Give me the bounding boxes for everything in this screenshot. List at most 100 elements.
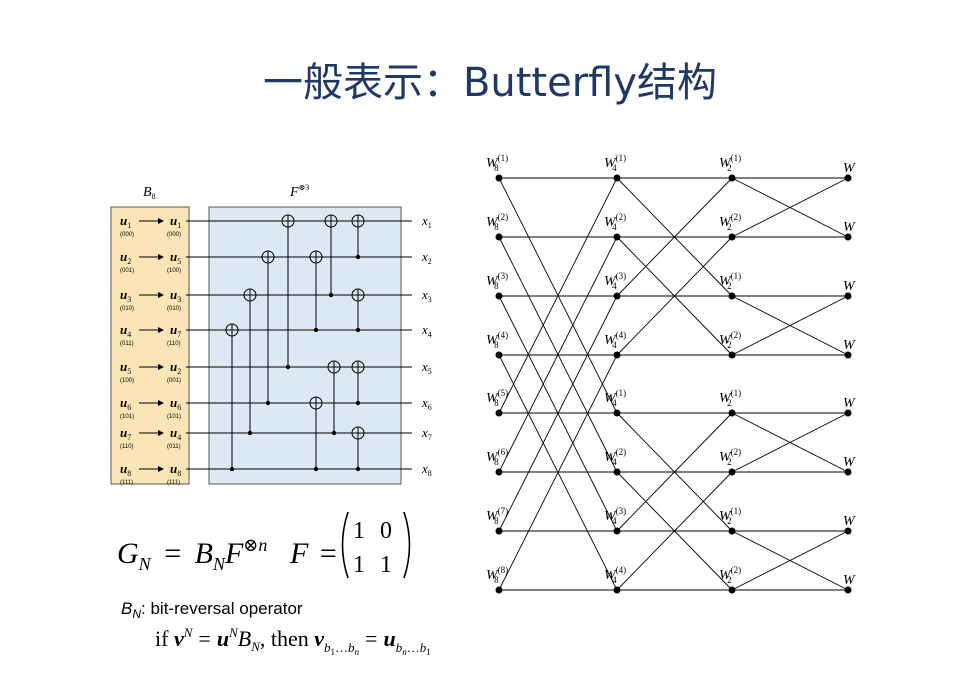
butterfly-node <box>613 351 621 359</box>
note-v2-sub-dots: … <box>335 640 348 655</box>
permuted-label: u8 <box>170 461 181 478</box>
note-v2-sub-b2: b <box>348 640 355 655</box>
matrix-cell-01: 0 <box>380 518 392 544</box>
butterfly-node <box>844 468 852 476</box>
b8-label: B8 <box>143 185 156 201</box>
edge-cross <box>498 177 618 414</box>
input-label: u3 <box>120 287 131 304</box>
twiddle-label: W(2)4 <box>604 212 626 232</box>
permuted-label: u2 <box>170 359 181 376</box>
formula-eq-2: = <box>320 537 337 570</box>
note-text: : bit-reversal operator <box>141 599 303 618</box>
arrow-head-icon <box>158 254 164 260</box>
twiddle-label: W(6)8 <box>486 447 508 467</box>
note-u2-sub-n: n <box>402 647 407 657</box>
note-b-sub: N <box>132 607 141 621</box>
edge-cross <box>498 354 618 591</box>
butterfly-node <box>844 409 852 417</box>
butterfly-edges <box>498 177 849 591</box>
twiddle-label: W(4)4 <box>604 330 626 350</box>
butterfly-node <box>495 409 503 417</box>
note-v: v <box>174 626 184 651</box>
note-then: , then <box>260 626 314 651</box>
svg-text:if vN=uNBN, then vb1…bn=ubn…b1: if vN=uNBN, then vb1…bn=ubn…b1 <box>155 625 431 657</box>
twiddle-label: W(2)2 <box>719 447 741 467</box>
input-bits: (000) <box>120 232 134 238</box>
input-label: u5 <box>120 359 131 376</box>
control-dot <box>285 364 291 370</box>
twiddle-label: W(4)8 <box>486 330 508 350</box>
input-label: u7 <box>120 425 131 442</box>
edge-cross <box>498 295 618 532</box>
control-dot <box>247 430 253 436</box>
input-label: u8 <box>120 461 131 478</box>
butterfly-node <box>844 174 852 182</box>
note-v2-sub-b: b <box>324 640 331 655</box>
arrow-head-icon <box>158 292 164 298</box>
twiddle-label: W(3)4 <box>604 271 626 291</box>
butterfly-node <box>613 409 621 417</box>
output-label: x8 <box>421 461 432 478</box>
input-bits: (011) <box>120 341 134 347</box>
input-label: u1 <box>120 213 131 230</box>
permuted-label: u1 <box>170 213 181 230</box>
input-bits: (001) <box>120 268 134 274</box>
twiddle-label: W(2)2 <box>719 565 741 585</box>
permuted-bits: (101) <box>167 414 181 420</box>
f-box <box>208 206 402 485</box>
butterfly-node <box>613 174 621 182</box>
permuted-label: u7 <box>170 322 181 339</box>
formula-f-sup: ⊗n <box>243 535 267 555</box>
matrix-cell-00: 1 <box>353 518 365 544</box>
permuted-label: u3 <box>170 287 181 304</box>
twiddle-label: W(2)2 <box>719 330 741 350</box>
output-w-label: W <box>843 514 856 529</box>
twiddle-label: W(1)2 <box>719 271 741 291</box>
svg-text:BN: bit-reversal operator: BN: bit-reversal operator <box>121 599 303 621</box>
output-w-label: W <box>843 455 856 470</box>
butterfly-node <box>613 233 621 241</box>
butterfly-node <box>613 292 621 300</box>
output-w-label: W <box>843 161 856 176</box>
edge-cross <box>731 412 849 473</box>
control-dot <box>355 466 361 472</box>
formula-f-def: F <box>289 537 309 570</box>
matrix-cell-10: 1 <box>353 552 365 578</box>
input-label: u6 <box>120 395 131 412</box>
permuted-bits: (011) <box>167 444 181 450</box>
butterfly-node <box>495 174 503 182</box>
output-label: x7 <box>421 425 432 442</box>
input-label: u4 <box>120 322 131 339</box>
control-dot <box>331 430 337 436</box>
twiddle-label: W(1)2 <box>719 506 741 526</box>
permuted-bits: (111) <box>167 480 180 486</box>
arrow-head-icon <box>158 430 164 436</box>
control-dot <box>229 466 235 472</box>
twiddle-label: W(4)4 <box>604 565 626 585</box>
output-label: x2 <box>421 249 432 266</box>
twiddle-label: W(3)4 <box>604 506 626 526</box>
butterfly-node <box>613 468 621 476</box>
input-label: u2 <box>120 249 131 266</box>
note-v2-sub-1: 1 <box>331 647 336 657</box>
input-bits: (110) <box>120 444 134 450</box>
butterfly-node <box>844 527 852 535</box>
permuted-bits: (010) <box>167 306 181 312</box>
f-label: F⊗3 <box>289 183 309 200</box>
output-label: x1 <box>421 213 432 230</box>
butterfly-node <box>728 292 736 300</box>
arrow-head-icon <box>158 327 164 333</box>
edge-cross <box>616 177 733 297</box>
bit-reversal-note: BN: bit-reversal operator if vN=uNBN, th… <box>121 599 431 657</box>
svg-text:F =: F = <box>289 537 337 570</box>
note-u2-sub-b: b <box>396 640 403 655</box>
note-u2-sub-dots: … <box>407 640 420 655</box>
input-bits: (111) <box>120 480 133 486</box>
formula-b-sub: N <box>212 554 226 574</box>
note-b2-sub: N <box>250 639 261 654</box>
control-dot <box>355 254 361 260</box>
output-label: x4 <box>421 322 432 339</box>
formula-g-sub: N <box>138 554 152 574</box>
permuted-label: u6 <box>170 395 181 412</box>
